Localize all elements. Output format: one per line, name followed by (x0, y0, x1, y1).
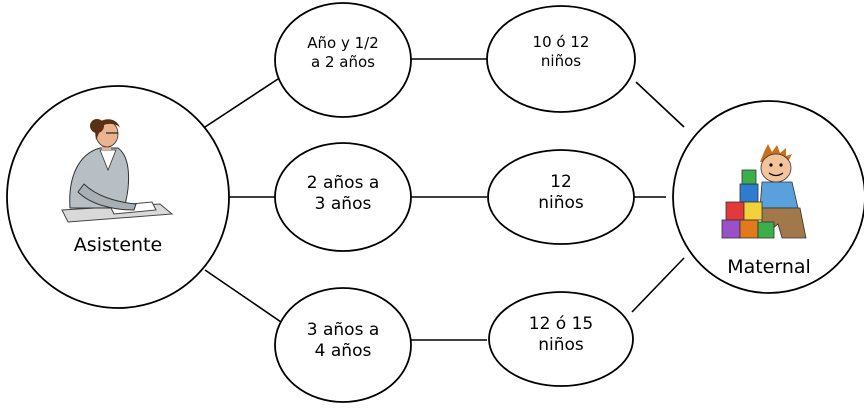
kids-node-row1 (486, 5, 636, 113)
kids-label-row3: 12 ó 15 niños (496, 314, 626, 357)
kids-label-row2: 12 niños (496, 172, 626, 215)
connector-asistente-row3 (204, 269, 282, 323)
kids-line-2: niños (540, 51, 582, 70)
connector-row1-maternal (635, 81, 685, 128)
kids-label-row1: 10 ó 12 niños (496, 33, 626, 71)
kids-node-row3 (488, 291, 634, 387)
asistente-label: Asistente (73, 234, 163, 256)
kids-line-1: 12 ó 15 (528, 314, 594, 334)
age-line-1: 2 años a (306, 173, 380, 193)
age-line-1: 3 años a (306, 320, 380, 340)
age-node-row2 (274, 142, 412, 252)
connector-row3-maternal (631, 257, 685, 313)
child-blocks-icon (721, 144, 807, 239)
age-line-2: 4 años (314, 341, 372, 362)
age-line-2: 3 años (314, 194, 372, 215)
age-label-row1: Año y 1/2 a 2 años (278, 34, 408, 72)
kids-node-row2 (487, 149, 635, 245)
reading-woman-icon (61, 119, 174, 223)
kids-line-1: 12 (550, 172, 572, 192)
age-line-1: Año y 1/2 (307, 34, 379, 52)
age-label-row3: 3 años a 4 años (278, 320, 408, 363)
age-node-row1 (274, 2, 412, 118)
connector-asistente-row1 (204, 76, 282, 128)
age-line-2: a 2 años (311, 52, 375, 71)
maternal-label: Maternal (727, 256, 811, 278)
kids-line-2: niños (538, 193, 584, 214)
age-label-row2: 2 años a 3 años (278, 173, 408, 216)
kids-line-1: 10 ó 12 (532, 33, 590, 51)
age-node-row3 (274, 287, 412, 403)
kids-line-2: niños (538, 335, 584, 356)
